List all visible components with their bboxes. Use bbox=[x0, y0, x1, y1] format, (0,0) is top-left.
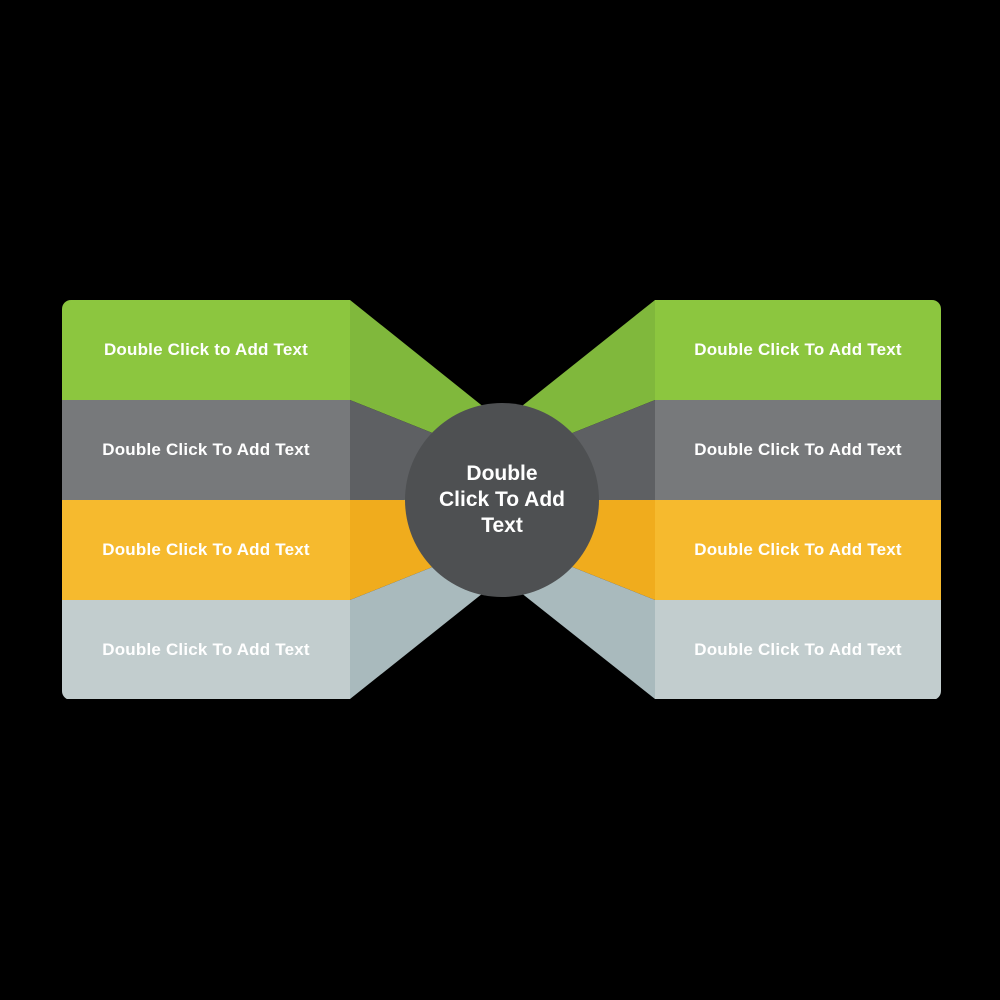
left-box-3-label[interactable]: Double Click To Add Text bbox=[102, 540, 310, 559]
right-box-4-label[interactable]: Double Click To Add Text bbox=[694, 639, 902, 659]
right-box-1[interactable] bbox=[655, 300, 941, 400]
right-box-2-label[interactable]: Double Click To Add Text bbox=[694, 440, 902, 459]
left-box-2-label[interactable]: Double Click To Add Text bbox=[102, 440, 310, 459]
left-box-1-label[interactable]: Double Click to Add Text bbox=[103, 340, 309, 359]
left-box-4[interactable] bbox=[62, 600, 350, 699]
left-box-3[interactable] bbox=[62, 500, 350, 600]
right-box-2[interactable] bbox=[655, 400, 941, 500]
right-box-3[interactable] bbox=[655, 500, 941, 600]
center-circle-label[interactable]: Double Click To Add Text bbox=[439, 461, 565, 538]
left-box-2[interactable] bbox=[62, 400, 350, 500]
center-circle[interactable] bbox=[405, 403, 599, 597]
left-box-4-label[interactable]: Double Click To Add Text bbox=[102, 639, 310, 659]
right-box-1-label[interactable]: Double Click To Add Text bbox=[694, 340, 902, 359]
right-box-4[interactable] bbox=[655, 600, 941, 699]
left-box-1[interactable] bbox=[62, 300, 350, 400]
right-box-3-label[interactable]: Double Click To Add Text bbox=[694, 540, 902, 559]
